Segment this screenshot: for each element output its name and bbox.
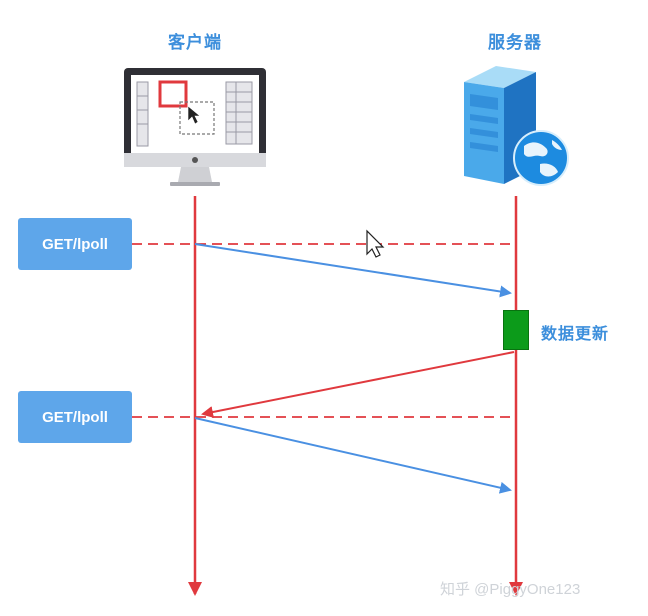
client-computer-icon [124,68,266,186]
request-tag-2: GET/lpoll [18,391,132,443]
client-label: 客户端 [168,33,222,53]
response-arrow [201,351,515,418]
server-icon [464,66,569,186]
request-arrow-2 [194,417,512,494]
server-label: 服务器 [488,33,542,53]
data-update-block [503,310,529,350]
request-tag-1: GET/lpoll [18,218,132,270]
mouse-cursor-icon [366,229,385,258]
request-arrow-1 [194,243,512,298]
watermark: 知乎 @PiggyOne123 [440,581,581,598]
data-update-label: 数据更新 [541,324,610,343]
